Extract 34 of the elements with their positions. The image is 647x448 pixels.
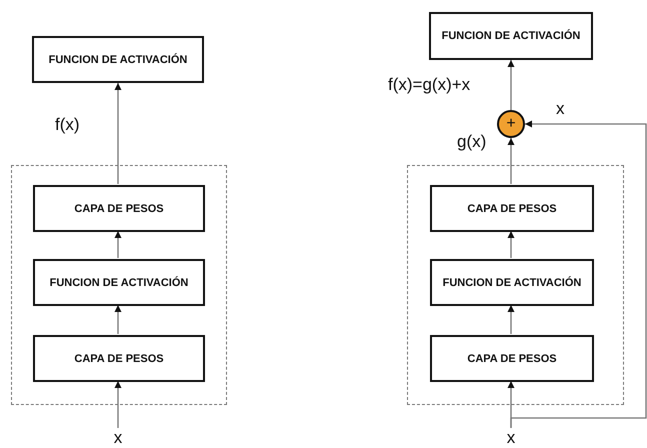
process-box <box>430 259 594 306</box>
arrow <box>508 305 514 334</box>
process-box <box>33 335 205 382</box>
arrow <box>114 305 122 334</box>
layer-label: CAPA DE PESOS <box>467 202 557 214</box>
layer-label: FUNCION DE ACTIVACIÓN <box>442 30 580 42</box>
arrow <box>510 120 647 428</box>
layer-label: CAPA DE PESOS <box>74 352 164 364</box>
dashed-group-box <box>407 165 624 405</box>
plus-sign: + <box>506 115 516 133</box>
sum-circle <box>497 110 525 138</box>
process-box <box>32 36 204 83</box>
edge-label: g(x) <box>457 133 486 150</box>
layer-label: FUNCION DE ACTIVACIÓN <box>50 276 188 288</box>
process-box <box>430 185 594 232</box>
arrow <box>508 138 514 184</box>
arrow <box>114 381 122 428</box>
layer-label: FUNCION DE ACTIVACIÓN <box>442 276 582 288</box>
input-label: x <box>506 428 516 448</box>
input-label: x <box>114 428 122 448</box>
layer-label: FUNCION DE ACTIVACIÓN <box>48 54 188 66</box>
arrow <box>114 231 122 258</box>
layer-label: CAPA DE PESOS <box>467 352 557 364</box>
arrow <box>508 231 514 258</box>
layer-label: CAPA DE PESOS <box>74 202 164 214</box>
process-box <box>430 335 594 382</box>
edge-label: f(x) <box>55 116 80 133</box>
arrow <box>114 83 122 184</box>
process-box <box>429 12 593 60</box>
process-box <box>33 185 205 232</box>
arrow <box>508 60 514 110</box>
edge-label: f(x)=g(x)+x <box>388 76 470 93</box>
dashed-group-box <box>11 165 227 405</box>
process-box <box>33 259 205 306</box>
